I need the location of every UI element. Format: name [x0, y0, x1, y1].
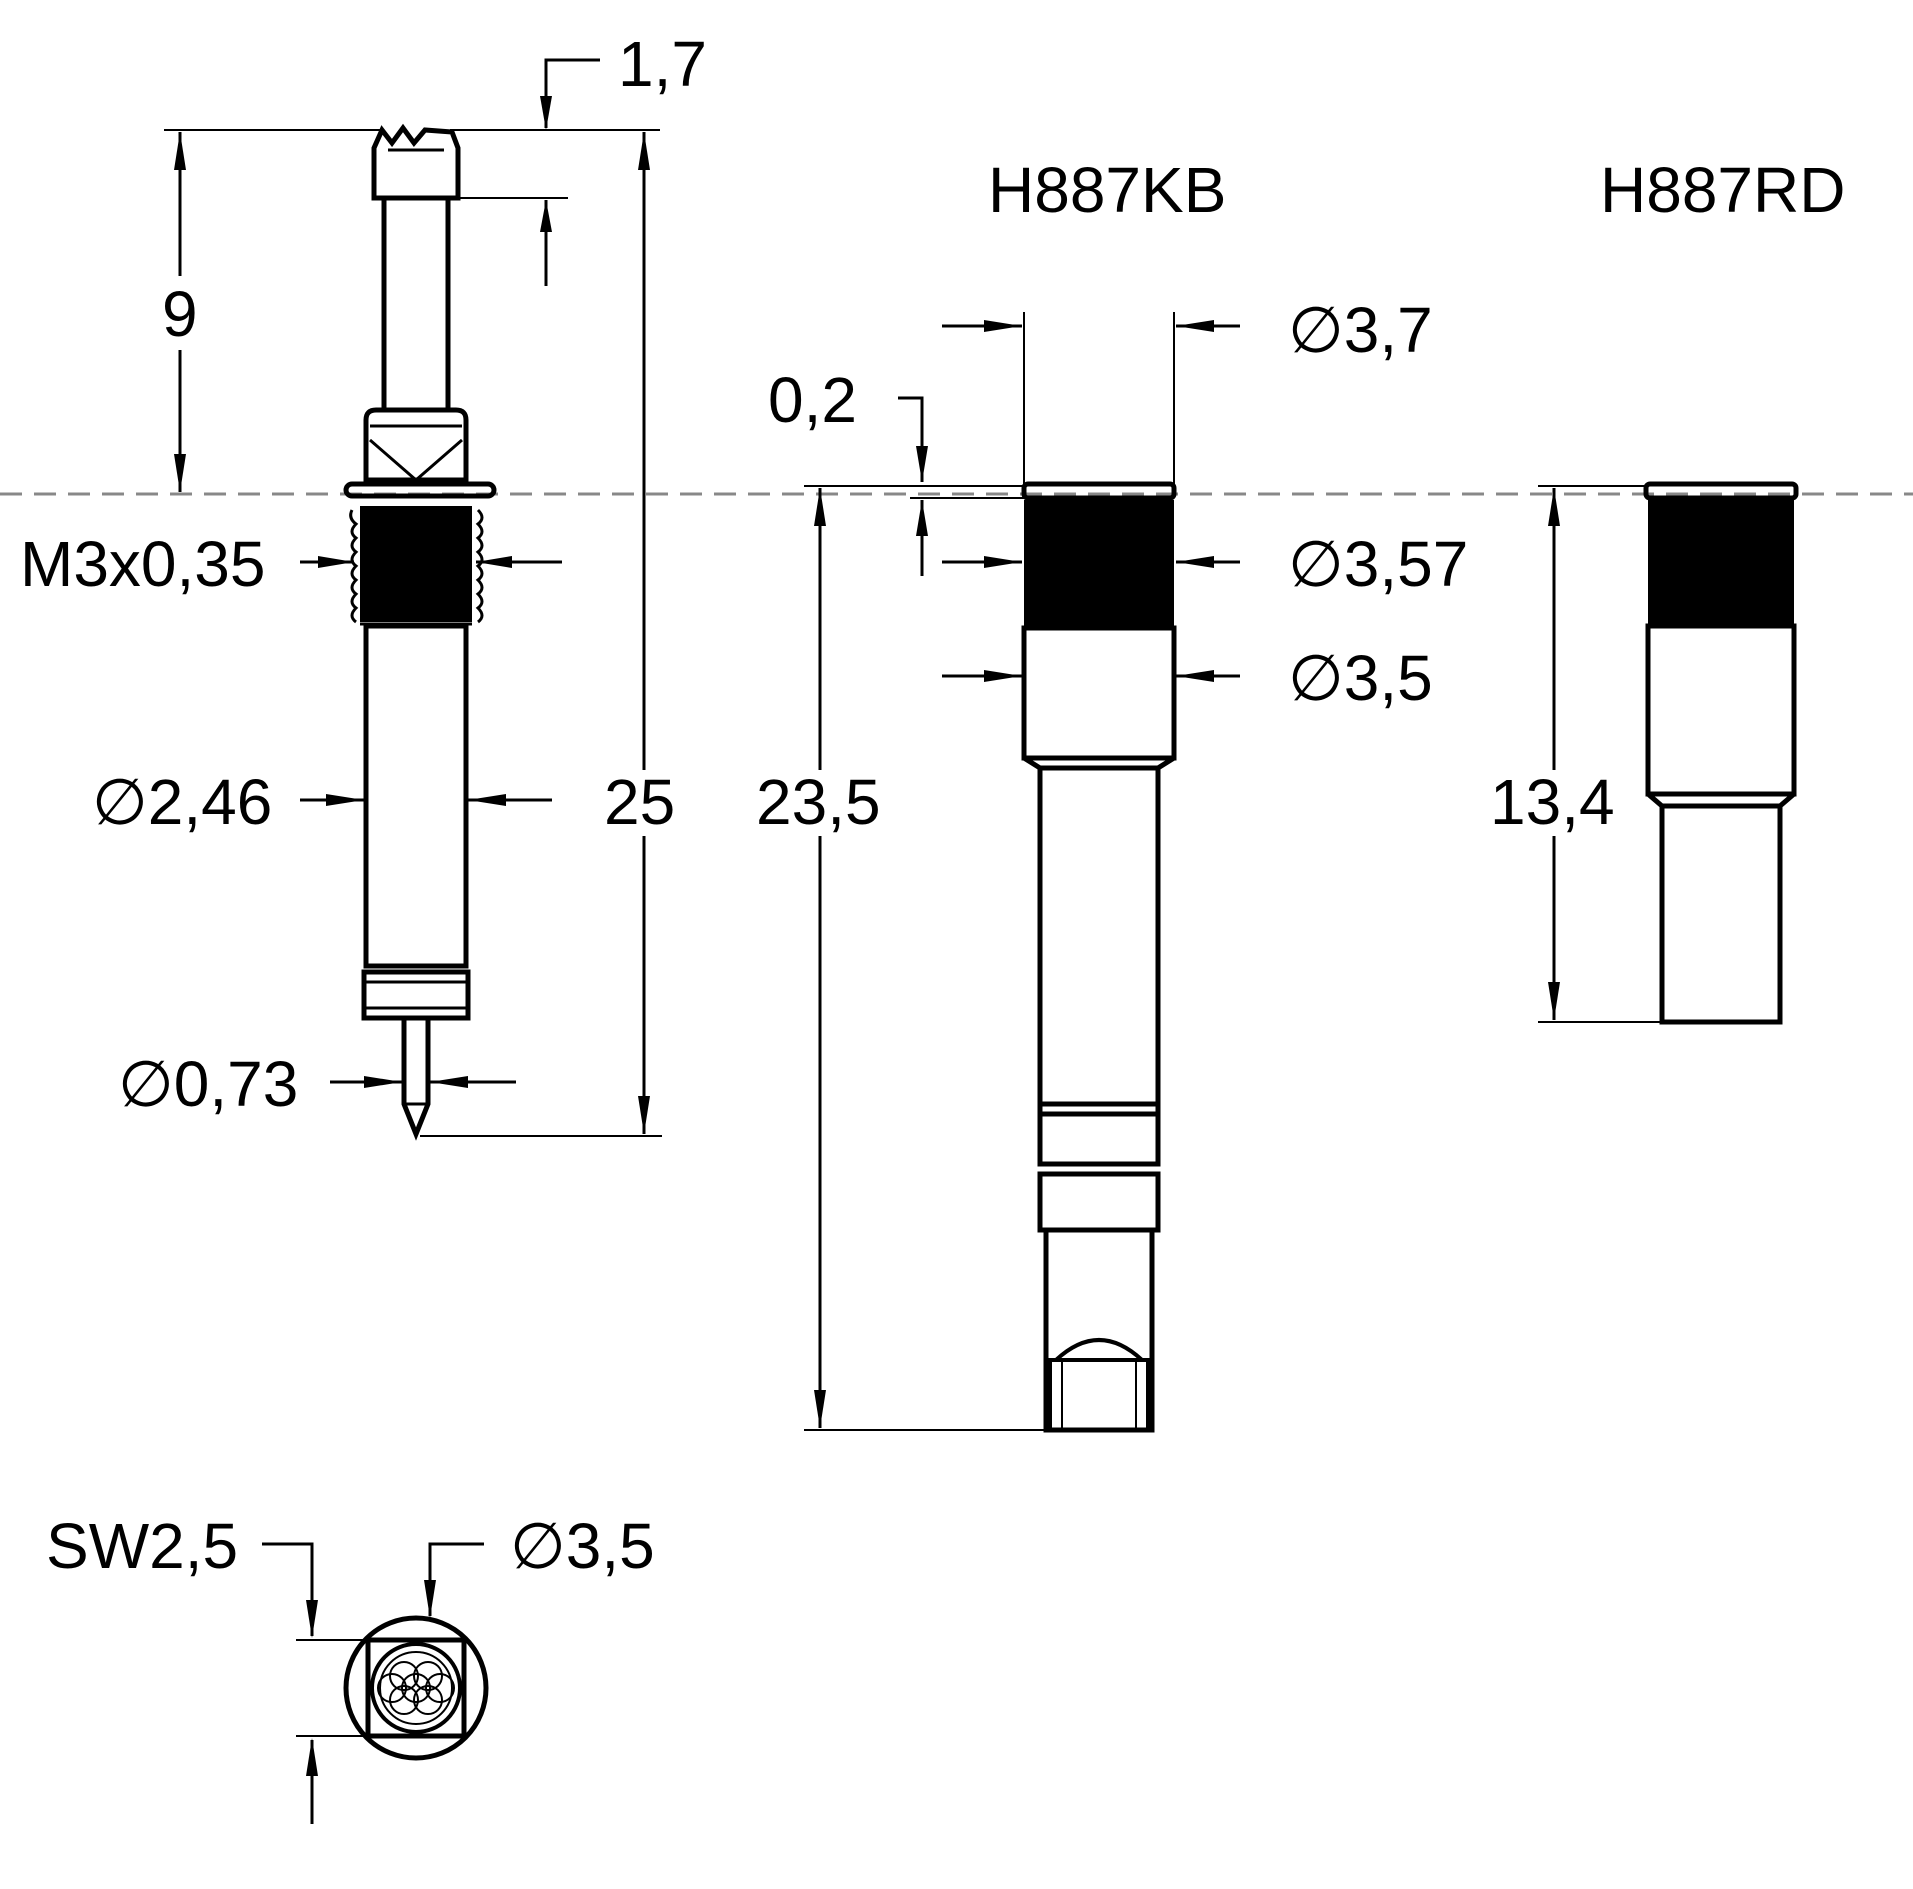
wrench-size-label: SW2,5: [46, 1510, 238, 1582]
head-dia-label: ∅3,5: [510, 1510, 655, 1582]
head-dia-value: 3,5: [566, 1510, 655, 1582]
pin-dia-label: ∅0,73: [118, 1048, 298, 1120]
end-view-dimensions: SW2,5 ∅3,5: [46, 1510, 655, 1824]
diameter-symbol: ∅: [92, 766, 148, 838]
rd-part: [1643, 481, 1799, 1025]
diameter-symbol: ∅: [1288, 294, 1344, 366]
kb-thread-fill: [1024, 500, 1174, 628]
kb-thread-dia-label: ∅3,57: [1288, 528, 1468, 600]
rd-dimensions: 13,4: [1490, 485, 1662, 1023]
probe-dimensions: 1,7 9 25 M3x0,35 ∅2,46 ∅0,73: [20, 28, 707, 1137]
rd-title: H887RD: [1600, 154, 1845, 226]
kb-body-dia-value: 3,5: [1344, 642, 1433, 714]
kb-dimensions: ∅3,7 0,2 ∅3,57 ∅3,5 23,5: [756, 294, 1468, 1431]
thread-label: M3x0,35: [20, 528, 265, 600]
rd-length-label: 13,4: [1490, 766, 1615, 838]
pin-dia-value: 0,73: [174, 1048, 299, 1120]
diameter-symbol: ∅: [1288, 528, 1344, 600]
kb-length-label: 23,5: [756, 766, 881, 838]
diameter-symbol: ∅: [118, 1048, 174, 1120]
kb-collar-dia-label: ∅3,7: [1288, 294, 1433, 366]
tip-height-label: 1,7: [618, 28, 707, 100]
total-length-label: 25: [604, 766, 675, 838]
kb-part: [1021, 481, 1177, 1433]
kb-thread-dia-value: 3,57: [1344, 528, 1469, 600]
kb-collar-dia-value: 3,7: [1344, 294, 1433, 366]
kb-offset-label: 0,2: [768, 364, 857, 436]
kb-body-dia-label: ∅3,5: [1288, 642, 1433, 714]
body-dia-value: 2,46: [148, 766, 273, 838]
tip-length-label: 9: [162, 278, 198, 350]
probe-part: [343, 123, 497, 1141]
diameter-symbol: ∅: [1288, 642, 1344, 714]
kb-title: H887KB: [988, 154, 1226, 226]
end-view: [343, 1615, 489, 1761]
rd-thread-fill: [1648, 500, 1794, 626]
body-dia-label: ∅2,46: [92, 766, 272, 838]
diameter-symbol: ∅: [510, 1510, 566, 1582]
thread-fill: [360, 506, 472, 622]
